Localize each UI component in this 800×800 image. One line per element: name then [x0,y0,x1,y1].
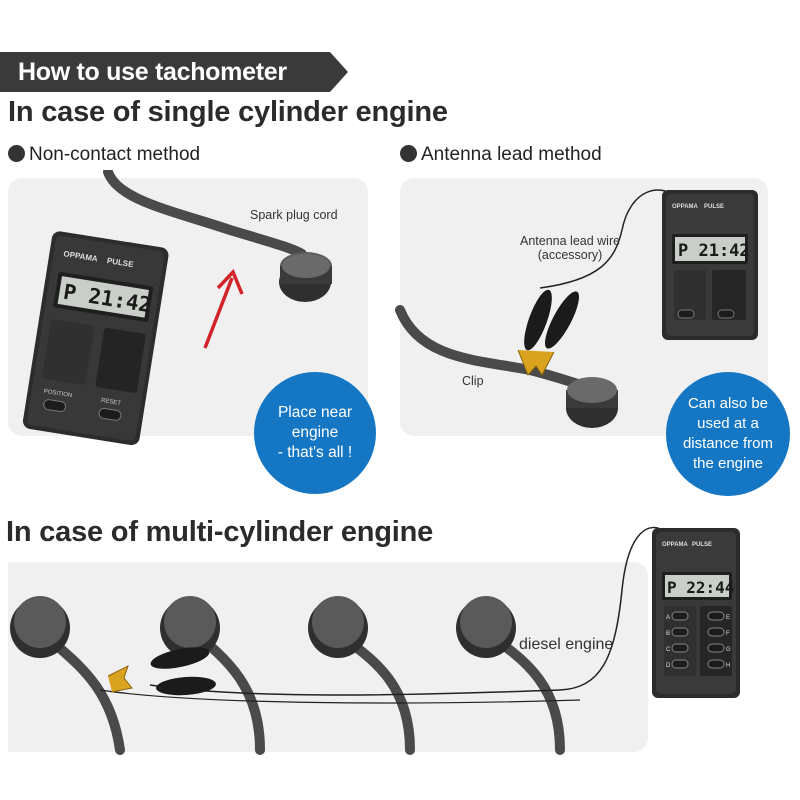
antenna-wire-label-line: Antenna lead wire [520,234,621,248]
non-contact-title: Non-contact method [8,144,200,166]
svg-text:H: H [726,663,730,669]
svg-text:E: E [726,615,730,621]
antenna-illustration: OPPAMA PULSE P 21:42 [395,189,758,428]
position-button [677,309,695,319]
svg-text:F: F [726,631,730,637]
antenna-wire-label: Antenna lead wire (accessory) [520,234,620,262]
antenna-bubble: Can also be used at a distance from the … [666,372,790,496]
bubble-line: engine [291,424,339,441]
plug-cord [395,305,583,389]
svg-text:A: A [666,615,670,621]
bubble-line: the engine [692,455,764,472]
red-arrow-icon [203,268,244,349]
antenna-lead-wire [539,189,681,289]
bubble-line: Place near [277,404,353,421]
non-contact-title-text: Non-contact method [29,144,201,165]
svg-text:B: B [666,631,670,637]
device-lcd: P 21:42 [678,241,750,261]
device-brand: OPPAMA [672,204,699,210]
reset-button [98,407,122,421]
non-contact-bubble: Place near engine - that's all ! [254,372,376,494]
device-brand: OPPAMA [662,542,689,548]
tachometer-device: OPPAMA PULSE P 22:44 A B C D E F G H [652,528,740,698]
clip-label: Clip [462,374,484,388]
spark-plug-label: Spark plug cord [250,208,338,222]
banner-title: How to use tachometer [18,58,287,86]
bullet-icon [8,145,25,162]
alligator-clip [517,289,579,376]
svg-text:D: D [666,663,671,669]
spark-plug-cap [279,252,332,302]
bubble-line: used at a [697,415,759,432]
bubble-line: distance from [682,435,774,452]
position-label: POSITION [43,389,72,399]
multi-cylinder-heading: In case of multi-cylinder engine [6,516,434,548]
antenna-wire-loop [99,689,581,704]
device-model: PULSE [704,204,724,210]
diesel-engine-label: diesel engine [519,636,614,653]
section-banner: How to use tachometer [0,52,348,92]
device-model: PULSE [106,256,134,269]
alligator-clip [107,647,216,696]
bullet-icon [400,145,417,162]
spark-plug-cord [103,170,307,259]
svg-text:C: C [666,647,671,653]
reset-label: RESET [101,398,122,407]
tachometer-device: OPPAMA PULSE P 21:42 POSITION RESET [22,231,169,446]
device-model: PULSE [692,542,712,548]
spark-plug-caps [10,596,516,658]
antenna-title: Antenna lead method [400,144,602,166]
channel-keys [671,611,725,669]
device-lcd: P 22:44 [667,578,734,597]
bubble-line: Can also be [687,395,769,412]
tachometer-device: OPPAMA PULSE P 21:42 [662,190,758,340]
antenna-title-text: Antenna lead method [421,144,602,165]
reset-button [717,309,735,319]
antenna-wire-label-line: (accessory) [537,248,603,262]
non-contact-illustration: OPPAMA PULSE P 21:42 POSITION RESET [22,170,332,446]
antenna-lead-wire [149,526,666,696]
multi-illustration: OPPAMA PULSE P 22:44 A B C D E F G H [10,526,740,755]
position-button [43,399,67,413]
bubble-line: - that's all ! [277,444,353,461]
channel-key-labels: A B C D E F G H [666,615,731,669]
svg-text:G: G [726,647,731,653]
banner-shape [0,52,348,92]
single-cylinder-heading: In case of single cylinder engine [8,96,448,128]
spark-plug-cap [566,377,618,428]
